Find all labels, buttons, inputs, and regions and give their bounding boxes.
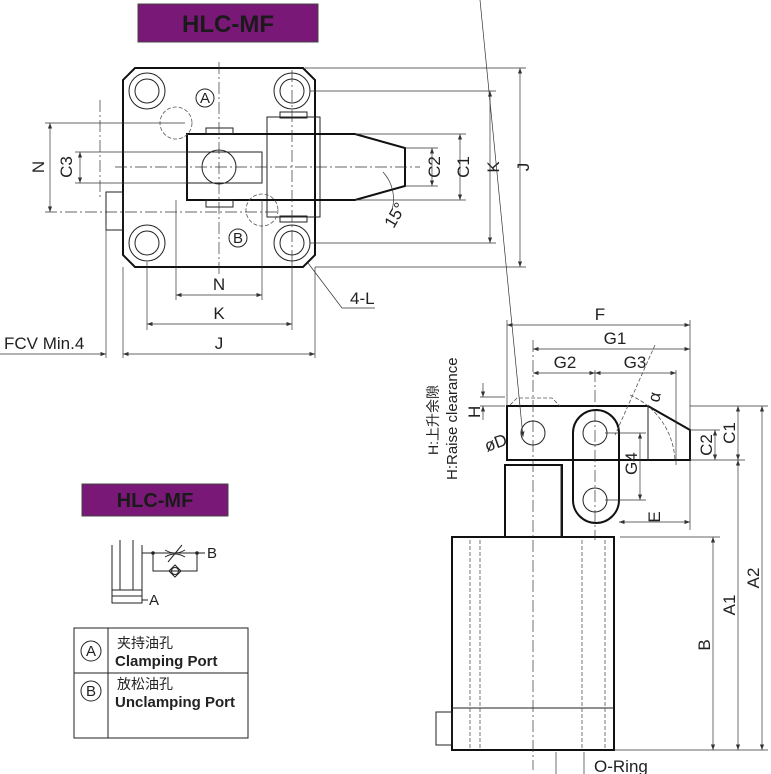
port-a-label: A — [200, 90, 210, 107]
schematic-port-b: B — [207, 545, 217, 562]
schematic-title: HLC-MF — [117, 490, 194, 512]
dim-4-l: 4-L — [350, 289, 375, 308]
port-legend-table: A 夹持油孔 Clamping Port B 放松油孔 Unclamping P… — [73, 627, 249, 739]
dim-c2: C2 — [425, 156, 444, 178]
dim-f: F — [595, 305, 605, 324]
dim-e: E — [645, 511, 664, 522]
dim-side-c2: C2 — [697, 434, 716, 456]
dim-k-bottom: K — [213, 304, 225, 323]
side-view-dimensions: F G1 G2 G3 α H H:上升余隙 H:Raise clearance … — [425, 0, 768, 774]
legend-en-b: Unclamping Port — [115, 694, 235, 711]
dim-j-right: J — [514, 163, 533, 172]
top-view-dimensions: N C3 C2 C1 K J 15° N K J FCV Min.4 4-L — [0, 67, 533, 358]
dim-alpha: α — [644, 390, 664, 403]
port-b-circle — [228, 228, 248, 248]
port-a-circle — [195, 88, 215, 108]
schematic-title-box: HLC-MF — [81, 483, 229, 517]
dim-fcv-min: FCV Min.4 — [4, 334, 84, 353]
piston-post — [504, 464, 563, 538]
legend-cn-a: 夹持油孔 — [117, 635, 173, 651]
raise-clearance-cn: H:上升余隙 — [425, 385, 441, 455]
dim-o-ring: O-Ring — [594, 757, 648, 774]
arm-slot — [186, 151, 263, 184]
dim-side-c1: C1 — [720, 422, 739, 444]
pin-bottom — [279, 215, 308, 223]
legend-en-a: Clamping Port — [115, 653, 218, 670]
pivot-block — [266, 116, 321, 218]
legend-symbol-b: B — [86, 683, 96, 700]
link-plate — [572, 409, 620, 524]
top-title: HLC-MF — [182, 11, 274, 38]
legend-row-unclamping: B 放松油孔 Unclamping Port — [80, 676, 235, 711]
side-clamp-arm — [506, 405, 691, 461]
dim-g1: G1 — [604, 329, 627, 348]
dim-n-bottom: N — [213, 275, 225, 294]
hydraulic-schematic: A B — [111, 540, 217, 609]
base-plate — [122, 67, 316, 268]
side-view — [435, 340, 691, 770]
legend-row-clamping: A 夹持油孔 Clamping Port — [80, 635, 218, 670]
side-flow-valve — [435, 711, 453, 746]
ball-pin-bottom — [205, 199, 234, 208]
legend-cn-b: 放松油孔 — [117, 676, 173, 692]
port-b-label: B — [233, 230, 243, 247]
schematic-port-a: A — [149, 592, 159, 609]
dim-a1: A1 — [720, 595, 739, 616]
dim-h: H — [465, 406, 484, 418]
raise-clearance-en: H:Raise clearance — [444, 357, 461, 480]
dim-diameter-d: øD — [482, 430, 510, 456]
pin-top — [279, 111, 308, 119]
dim-b: B — [695, 639, 714, 650]
ball-pin-top — [205, 127, 234, 135]
dim-g2: G2 — [554, 353, 577, 372]
dim-n-left: N — [29, 161, 48, 173]
flow-valve-nut — [105, 191, 124, 231]
dim-k-right: K — [484, 161, 503, 173]
legend-symbol-a: A — [86, 643, 96, 660]
dim-angle-15: 15° — [381, 199, 410, 231]
dim-g4: G4 — [622, 452, 641, 475]
dim-j-bottom: J — [215, 334, 224, 353]
dim-c1: C1 — [454, 156, 473, 178]
top-title-box: HLC-MF — [137, 3, 319, 43]
dim-a2: A2 — [744, 568, 763, 589]
dim-c3: C3 — [57, 156, 76, 178]
dim-g3: G3 — [624, 353, 647, 372]
